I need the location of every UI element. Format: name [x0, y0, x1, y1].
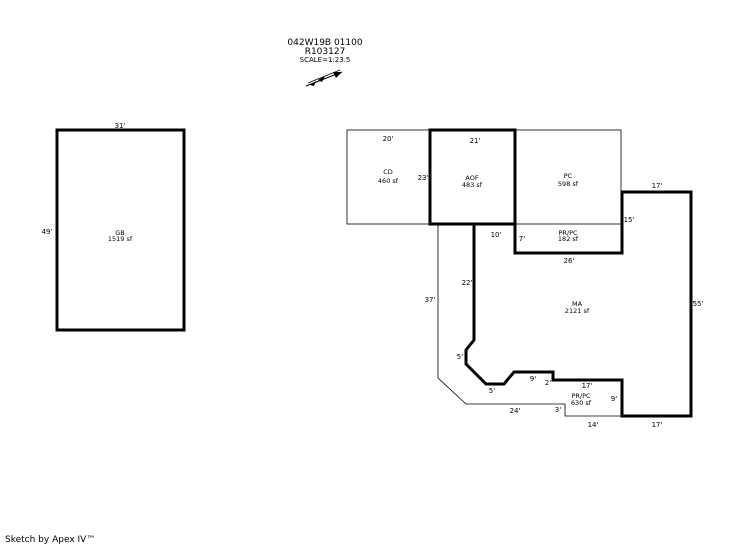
thick-walls — [55, 128, 693, 418]
dim-ma-step: 15' — [624, 216, 635, 224]
dim-cd-right: 23' — [418, 174, 429, 182]
prpc-top-code: PR/PC — [558, 229, 578, 237]
dim-notch-b: 2' — [545, 379, 551, 387]
main-area-outline — [464, 190, 693, 418]
dim-gb-left: 49' — [42, 228, 53, 236]
lower-left-outline — [437, 224, 622, 417]
aof-code: AOF — [465, 174, 478, 182]
dim-ma-top: 17' — [652, 182, 663, 190]
dim-bottom-a: 24' — [510, 407, 521, 415]
dim-bottom-b: 3' — [555, 406, 561, 414]
cd-code: CD — [383, 168, 393, 176]
dim-pr-left: 10' — [491, 231, 502, 239]
dim-diag-a: 5' — [457, 353, 463, 361]
dim-ma-right: 55' — [693, 300, 704, 308]
dim-pr-bottom: 26' — [564, 257, 575, 265]
pc-size: 598 sf — [558, 180, 579, 188]
north-arrow-icon — [305, 69, 343, 87]
dim-ma-bottom: 17' — [652, 421, 663, 429]
dim-outline-left: 37' — [425, 296, 436, 304]
dim-cd-top: 20' — [383, 135, 394, 143]
dim-diag-b: 5' — [489, 387, 495, 395]
dim-aof-top: 21' — [470, 137, 481, 145]
parcel-id: 042W19B 01100 — [287, 38, 363, 48]
ma-code: MA — [572, 300, 583, 308]
account-number: R103127 — [304, 47, 346, 57]
aof-size: 483 sf — [462, 181, 483, 189]
dim-notch-a: 9' — [530, 375, 536, 383]
prpc-bottom-size: 630 sf — [571, 399, 592, 407]
prpc-bottom-code: PR/PC — [571, 392, 591, 400]
dim-aof-down: 22' — [462, 279, 473, 287]
dim-prpc-top: 17' — [582, 382, 593, 390]
gb-size: 1519 sf — [108, 235, 133, 243]
gb-building-outline — [55, 128, 186, 332]
dim-bottom-c: 14' — [588, 421, 599, 429]
dimension-labels: 31' 49' 20' 23' 21' 10' 7' 26' 15' 17' 5… — [42, 122, 704, 429]
scale-label: SCALE=1:23.5 — [299, 56, 351, 64]
prpc-top-size: 182 sf — [558, 235, 579, 243]
gb-code: GB — [115, 229, 125, 237]
dim-prpc-side: 9' — [611, 395, 617, 403]
cd-size: 460 sf — [378, 177, 399, 185]
dim-pr-side: 7' — [519, 235, 525, 243]
ma-size: 2121 sf — [565, 307, 590, 315]
dim-gb-top: 31' — [115, 122, 126, 130]
sketch-credit: Sketch by Apex IV™ — [5, 535, 96, 545]
pc-code: PC — [564, 172, 573, 180]
